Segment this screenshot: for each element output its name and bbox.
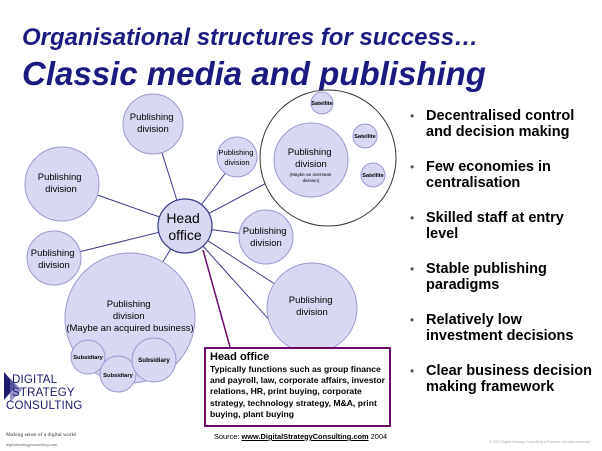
subsidiary-circle-1 — [70, 339, 106, 375]
division-label-left: Publishing division — [38, 172, 84, 195]
source-prefix: Source: — [214, 432, 242, 441]
head-office-circle — [157, 198, 213, 254]
key-point-item: •Few economies in centralisation — [410, 159, 551, 191]
subsidiary-label-2: Subsidiary — [103, 373, 133, 379]
logo-word-consulting: CONSULTING — [6, 400, 83, 412]
division-label-right: Publishing division — [289, 295, 335, 318]
satellite-circle-3 — [360, 162, 386, 188]
source-link[interactable]: www.DigitalStrategyConsulting.com — [241, 432, 369, 441]
source-line: Source: www.DigitalStrategyConsulting.co… — [214, 432, 387, 441]
company-logo: DIGITAL STRATEGY CONSULTING Making sense… — [4, 372, 104, 450]
key-points-list: •Decentralised control and decision maki… — [410, 108, 598, 414]
logo-tagline: Making sense of a digital world — [6, 432, 76, 438]
slide-title-line1: Organisational structures for success… — [22, 24, 479, 51]
division-label-overseas: Publishing division — [288, 147, 334, 170]
division-label-mid: Publishing division — [243, 226, 289, 249]
satellite-label-1: Satellite — [311, 101, 332, 107]
callout-title: Head office — [210, 351, 270, 363]
satellite-label-3: Satellite — [362, 173, 383, 179]
division-label-top: Publishing division — [130, 112, 176, 135]
bullet-dot-icon: • — [410, 313, 415, 327]
satellite-label-2: Satellite — [354, 134, 375, 140]
bullet-dot-icon: • — [410, 211, 415, 225]
division-circle-top — [122, 93, 184, 155]
head-office-label: Head office — [166, 210, 203, 243]
key-point-item: •Relatively low investment decisions — [410, 312, 574, 344]
head-office-callout: Head office Typically functions such as … — [204, 347, 391, 427]
division-label-small: Publishing division — [218, 148, 255, 167]
source-year: 2004 — [368, 432, 388, 441]
logo-url: digitalstrategyconsulting.com — [6, 442, 58, 447]
key-point-item: •Clear business decision making framewor… — [410, 363, 593, 395]
logo-word-strategy: STRATEGY — [12, 387, 75, 399]
satellite-circle-2 — [352, 123, 378, 149]
slide-title-line2: Classic media and publishing — [22, 55, 486, 92]
callout-text: Typically functions such as group financ… — [210, 364, 385, 419]
bullet-dot-icon: • — [410, 160, 415, 174]
key-point-item: •Stable publishing paradigms — [410, 261, 547, 293]
division-label-lower-left: Publishing division — [31, 248, 77, 271]
division-circle-left — [24, 146, 100, 222]
division-circle-overseas — [273, 122, 349, 198]
bullet-dot-icon: • — [410, 109, 415, 123]
logo-word-digital: DIGITAL — [12, 374, 58, 386]
callout-pointer — [202, 249, 231, 348]
division-label-acquired: Publishing division (Maybe an acquired b… — [66, 299, 193, 334]
key-point-item: •Decentralised control and decision maki… — [410, 108, 575, 140]
satellite-circle-1 — [310, 91, 334, 115]
bullet-dot-icon: • — [410, 262, 415, 276]
overseas-note-label: (Maybe an overseas division) — [290, 172, 333, 183]
subsidiary-circle-2 — [99, 355, 137, 393]
key-point-item: •Skilled staff at entry level — [410, 210, 564, 242]
division-circle-lower-left — [26, 230, 82, 286]
division-circle-mid — [238, 209, 294, 265]
subsidiary-circle-3 — [131, 337, 177, 383]
bullet-dot-icon: • — [410, 364, 415, 378]
logo-mark-icon — [4, 372, 22, 402]
subsidiary-label-1: Subsidiary — [73, 355, 103, 361]
subsidiary-label-3: Subsidiary — [138, 357, 170, 364]
division-circle-small — [216, 136, 258, 178]
copyright-notice: © 2007 Digital Strategy Consulting & Par… — [489, 440, 590, 444]
